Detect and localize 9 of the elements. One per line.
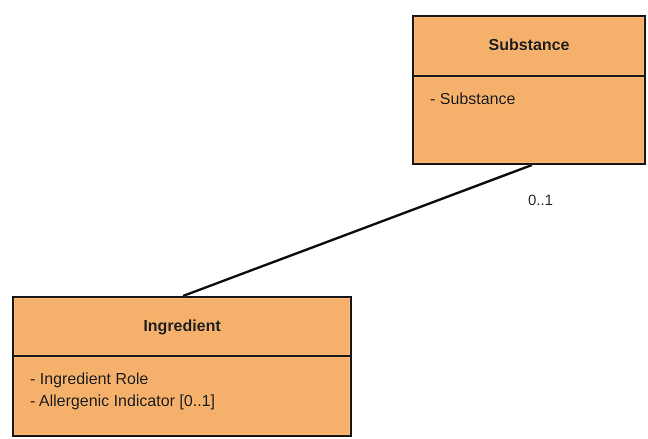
attribute-text: - Ingredient Role [30, 370, 150, 390]
class-box [12, 296, 352, 437]
class-box [412, 15, 646, 165]
class-name: Ingredient [143, 316, 221, 336]
attribute-text: - Substance [430, 90, 516, 110]
multiplicity-label: 0..1 [528, 191, 554, 211]
class-name: Substance [488, 36, 570, 56]
association-line [182, 164, 532, 298]
attribute-text: - Allergenic Indicator [0..1] [30, 392, 216, 412]
